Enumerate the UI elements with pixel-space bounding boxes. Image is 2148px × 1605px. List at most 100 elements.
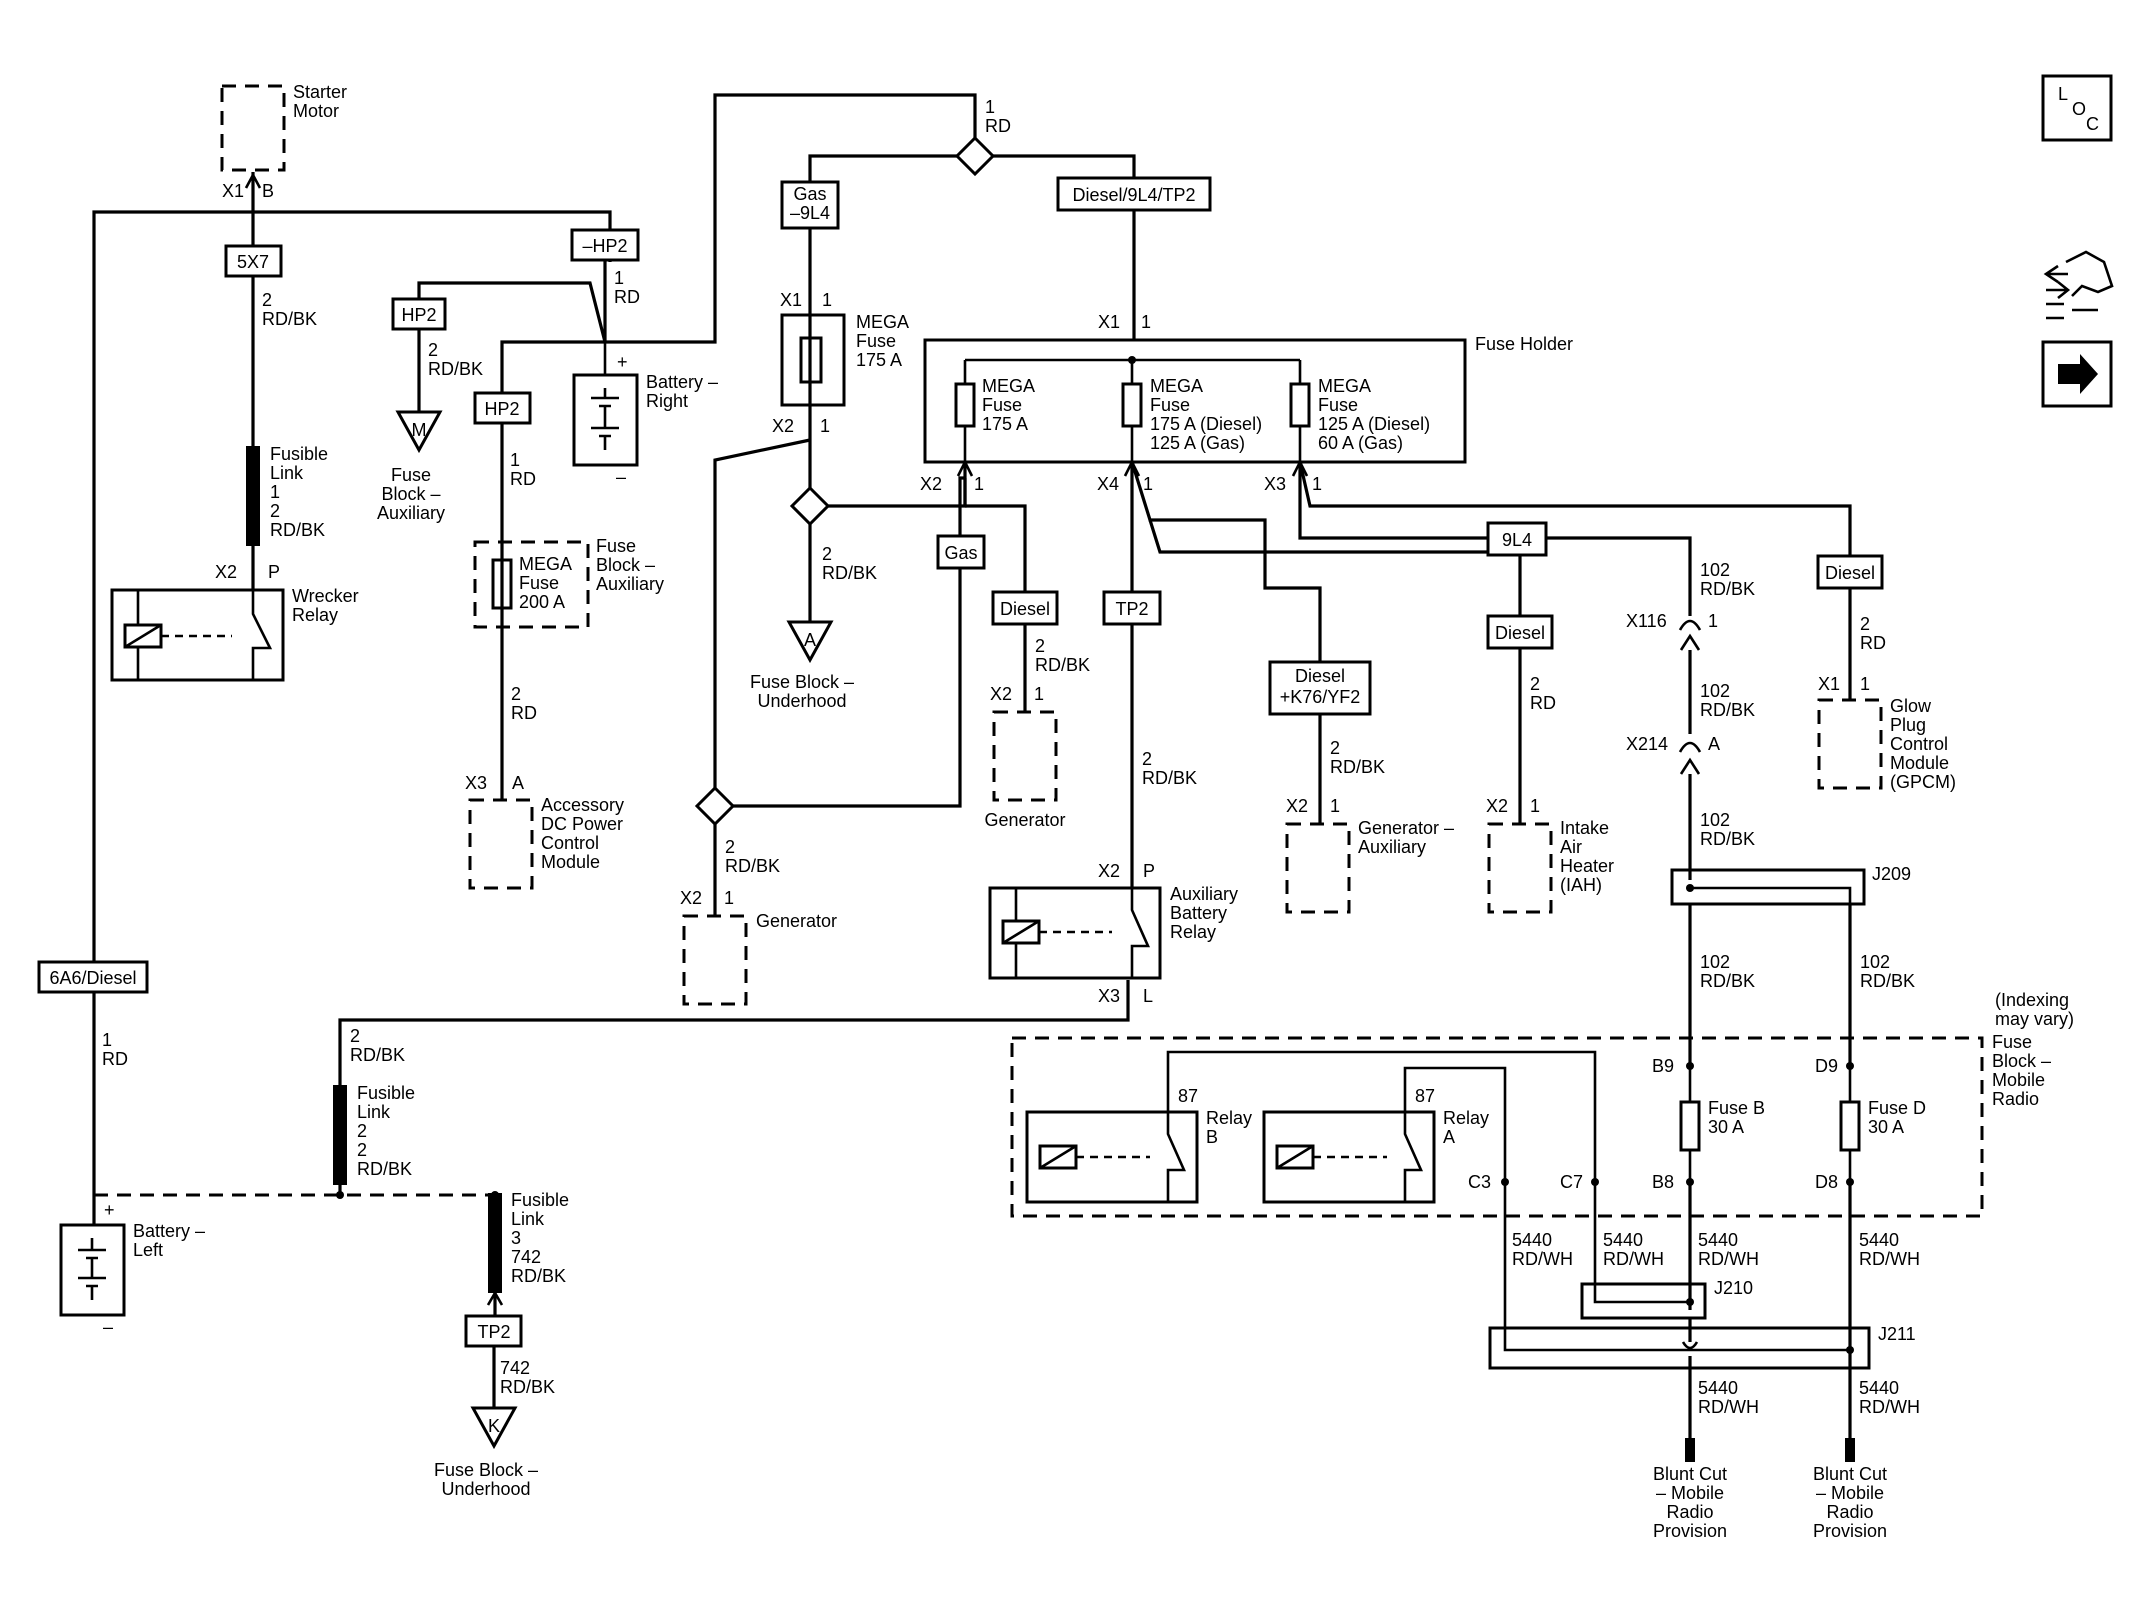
wire-label-2-rdbk-gen-line-1: 2 bbox=[725, 837, 735, 857]
blunt-cut-left-label-line-4: Provision bbox=[1653, 1521, 1727, 1541]
blunt-cut-right-label-line-3: Radio bbox=[1826, 1502, 1873, 1522]
wire-label-2-rdbk-hp2-line-1: 2 bbox=[428, 340, 438, 360]
fuse-holder-x2: X2 bbox=[920, 474, 942, 494]
fusible-link-3-label-line-1: Fusible bbox=[511, 1190, 569, 1210]
glow-plug-control-module bbox=[1817, 698, 1883, 790]
connector-tp2 bbox=[464, 1314, 523, 1348]
j210-label: J210 bbox=[1714, 1278, 1753, 1298]
fusible-link-3-label-line-4: 742 bbox=[511, 1247, 541, 1267]
battery-left-label-line-1: Battery – bbox=[133, 1221, 205, 1241]
generator-left bbox=[682, 914, 748, 1006]
next-page-arrow-icon[interactable] bbox=[2041, 340, 2113, 408]
fuse-holder-x3: X3 bbox=[1264, 474, 1286, 494]
pin-d8: D8 bbox=[1815, 1172, 1838, 1192]
wire-label-2-rd-gpcm-line-1: 2 bbox=[1860, 614, 1870, 634]
j211-label: J211 bbox=[1878, 1324, 1916, 1344]
fuse-holder-fuse-125-diesel-label-line-1: MEGA bbox=[1318, 376, 1371, 396]
connector-diesel-gen-label: Diesel bbox=[1000, 599, 1050, 619]
connector-hp2-2-label: HP2 bbox=[484, 399, 519, 419]
connector-tp2-b-label: TP2 bbox=[1115, 599, 1148, 619]
fuse-holder-fuse-175-diesel-label-line-1: MEGA bbox=[1150, 376, 1203, 396]
glow-plug-label-line-4: Module bbox=[1890, 753, 1949, 773]
mega-fuse-175-left-label-line-3: 175 A bbox=[856, 350, 902, 370]
relay-a bbox=[1262, 1110, 1436, 1204]
fuse-block-auxiliary-label-line-1: Fuse bbox=[391, 465, 431, 485]
loc-icon-c: C bbox=[2086, 114, 2099, 134]
fuse-block-auxiliary-label-line-2: Block – bbox=[381, 484, 440, 504]
battery-right-minus: – bbox=[616, 467, 626, 487]
blunt-cut-left-label-line-1: Blunt Cut bbox=[1653, 1464, 1727, 1484]
fusible-link-3-label-line-5: RD/BK bbox=[511, 1266, 566, 1286]
wire-label-5440-rdwh-e-line-2: RD/WH bbox=[1698, 1397, 1759, 1417]
wire-label-2-rdbk-fl2-line-1: 2 bbox=[350, 1026, 360, 1046]
connector-5x7-label: 5X7 bbox=[237, 252, 269, 272]
gen-x2: X2 bbox=[680, 888, 702, 908]
connector-diesel-gen bbox=[991, 590, 1059, 626]
wire-label-102-rdbk-a-line-2: RD/BK bbox=[1700, 579, 1755, 599]
wire-label-5440-rdwh-b-line-2: RD/WH bbox=[1603, 1249, 1664, 1269]
gen2-x2: X2 bbox=[990, 684, 1012, 704]
wire-label-2-rdbk-hp2: 2RD/BK bbox=[428, 340, 483, 379]
mega175-x2: X2 bbox=[772, 416, 794, 436]
battery-right-label-line-1: Battery – bbox=[646, 372, 718, 392]
battery-left bbox=[59, 1223, 126, 1317]
wire-label-2-rd-gpcm-line-2: RD bbox=[1860, 633, 1886, 653]
glow-plug-label-line-1: Glow bbox=[1890, 696, 1932, 716]
accessory-dc-power-module bbox=[468, 798, 534, 890]
wire-label-1-rd-line-1: 1 bbox=[102, 1030, 112, 1050]
fuse-block-underhood-a-label: Fuse Block –Underhood bbox=[750, 672, 854, 711]
battery-right-plus: + bbox=[617, 352, 628, 372]
wire-label-2-rdbk-gen-aux: 2RD/BK bbox=[1330, 738, 1385, 777]
accessory-dc-label-line-3: Control bbox=[541, 833, 599, 853]
fuse-holder-fuse-125-diesel-label-line-2: Fuse bbox=[1318, 395, 1358, 415]
fuse-b-label-line-2: 30 A bbox=[1708, 1117, 1744, 1137]
relay-a-label-line-1: Relay bbox=[1443, 1108, 1489, 1128]
fusible-link-1-label-line-4: 2 bbox=[270, 501, 280, 521]
fuse-block-underhood-k-label-line-2: Underhood bbox=[441, 1479, 530, 1499]
connector-list-icon[interactable] bbox=[2043, 250, 2114, 320]
terminal-k: K bbox=[488, 1416, 500, 1436]
fusible-link-2 bbox=[333, 1085, 347, 1185]
accessory-dc-label-line-2: DC Power bbox=[541, 814, 623, 834]
gen-aux-x2: X2 bbox=[1286, 796, 1308, 816]
iah-x2: X2 bbox=[1486, 796, 1508, 816]
wrecker-pin-p: P bbox=[268, 562, 280, 582]
wire-label-2-rdbk-gen-line-2: RD/BK bbox=[725, 856, 780, 876]
wire-label-5440-rdwh-f-line-2: RD/WH bbox=[1859, 1397, 1920, 1417]
aux-battery-relay-label-line-3: Relay bbox=[1170, 922, 1216, 942]
generator-left-label: Generator bbox=[756, 911, 837, 931]
fuse-holder-x3-pin1: 1 bbox=[1312, 474, 1322, 494]
wire-label-1-rd-2: 1RD bbox=[510, 450, 536, 489]
fuse-holder-fuse-175a-label-line-3: 175 A bbox=[982, 414, 1028, 434]
wire-label-2-rdbk-fl2-line-2: RD/BK bbox=[350, 1045, 405, 1065]
starter-motor-label-line-2: Motor bbox=[293, 101, 339, 121]
wire-label-2-rd-line-1: 2 bbox=[511, 684, 521, 704]
fuse-block-mobile-radio-label-line-3: Mobile bbox=[1992, 1070, 2045, 1090]
loc-icon[interactable]: L O C bbox=[2041, 74, 2113, 142]
fuse-block-underhood-k-label-line-1: Fuse Block – bbox=[434, 1460, 538, 1480]
wire-label-2-rdbk-gen: 2RD/BK bbox=[725, 837, 780, 876]
wire-label-1-rd-hp2-line-1: 1 bbox=[614, 268, 624, 288]
fuse-holder-fuse-175-diesel-label-line-3: 175 A (Diesel) bbox=[1150, 414, 1262, 434]
wire-label-2-rdbk-gen2-line-1: 2 bbox=[1035, 636, 1045, 656]
gen-aux-pin1: 1 bbox=[1330, 796, 1340, 816]
fuse-holder-x4: X4 bbox=[1097, 474, 1119, 494]
wire-label-2-rdbk-fl2: 2RD/BK bbox=[350, 1026, 405, 1065]
pin-c7: C7 bbox=[1560, 1172, 1583, 1192]
fuse-holder-x2-pin1: 1 bbox=[974, 474, 984, 494]
fuse-block-mobile-radio bbox=[1010, 1036, 1984, 1218]
fuse-holder-fuse-175-diesel-label-line-2: Fuse bbox=[1150, 395, 1190, 415]
